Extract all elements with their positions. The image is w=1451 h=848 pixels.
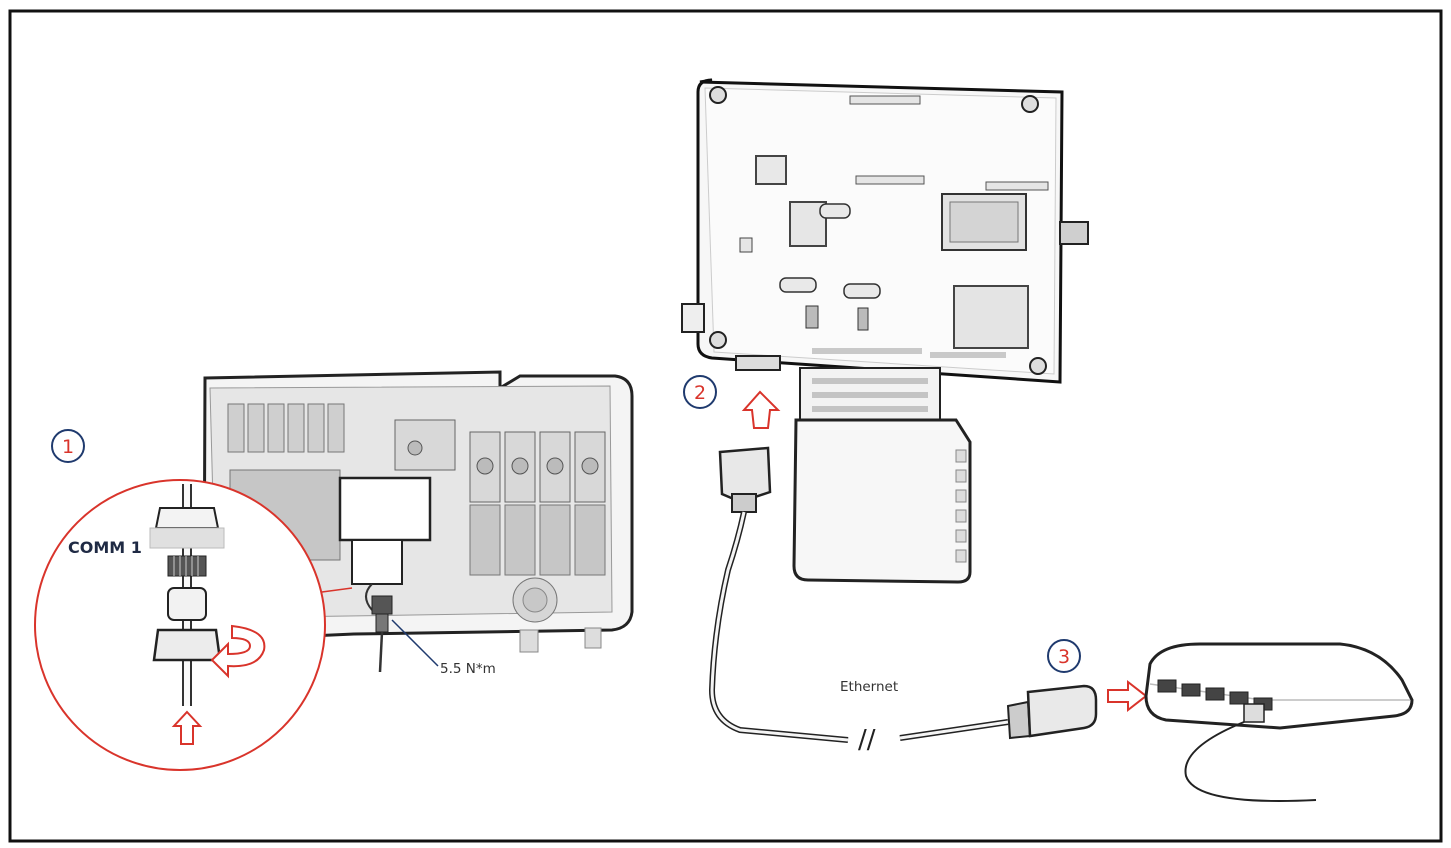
cable-gland-icon	[154, 507, 220, 529]
svg-text:2: 2	[694, 382, 706, 404]
up-arrow-icon	[171, 710, 203, 745]
ethernet-plug-icon	[718, 446, 772, 502]
torque-label: 5.5 N*m	[440, 661, 496, 677]
gland-detail	[34, 479, 353, 771]
board-ethernet-port	[735, 355, 781, 371]
comm-label: COMM 1	[68, 538, 142, 557]
plug-in-arrow-icon	[741, 390, 781, 429]
torque-pointer	[391, 619, 439, 667]
router-icon	[1144, 642, 1414, 802]
control-board	[681, 78, 1089, 384]
insert-arrow-icon	[1107, 679, 1148, 713]
rotate-arrow-icon	[210, 624, 266, 679]
expansion-module	[792, 367, 972, 584]
step-2-badge: 2	[683, 375, 717, 409]
cable-break-mark: //	[858, 725, 876, 755]
comm-card	[338, 476, 432, 542]
step-1-badge: 1	[51, 429, 85, 463]
svg-text:1: 1	[62, 436, 74, 458]
ethernet-label: Ethernet	[840, 679, 898, 695]
ethernet-cable: //	[708, 446, 1098, 755]
svg-text:3: 3	[1058, 646, 1070, 668]
step-3-badge: 3	[1047, 639, 1081, 673]
